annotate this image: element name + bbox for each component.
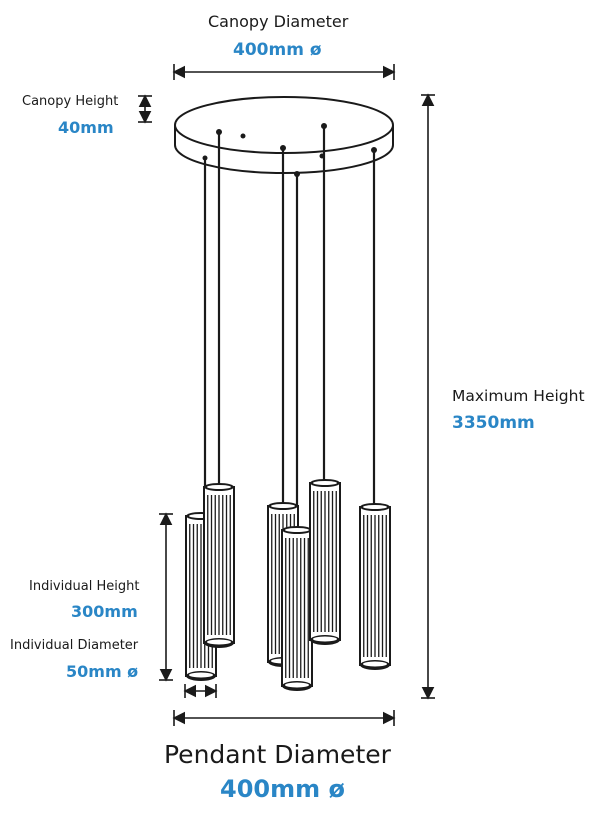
pendant-tube-2 [203,483,235,648]
pendant-diameter-value: 400mm ø [220,775,345,803]
canopy-diameter-value: 400mm ø [233,40,322,60]
pendant-diameter-dimension-line [172,710,396,726]
canopy-diameter-label: Canopy Diameter [208,12,349,31]
individual-diameter-label: Individual Diameter [10,638,139,653]
individual-height-label: Individual Height [29,579,140,594]
individual-height-value: 300mm [71,602,138,621]
maximum-height-value: 3350mm [452,413,535,433]
pendant-tube-4 [281,526,313,691]
individual-diameter-value: 50mm ø [66,662,139,681]
pendant-tube-6 [359,503,391,670]
canopy-height-value: 40mm [58,118,114,137]
pendant-cables [203,126,376,530]
canopy-diameter-dimension-line [172,64,396,80]
maximum-height-label: Maximum Height [452,387,585,405]
individual-diameter-dimension-line [183,684,218,698]
maximum-height-dimension-line [421,93,435,700]
canopy-height-dimension-line [138,94,152,124]
pendant-diameter-label: Pendant Diameter [164,740,391,769]
individual-height-dimension-line [159,512,173,682]
cable-caps [294,171,300,177]
pendant-tube-5 [309,479,341,645]
canopy-height-label: Canopy Height [22,94,119,109]
